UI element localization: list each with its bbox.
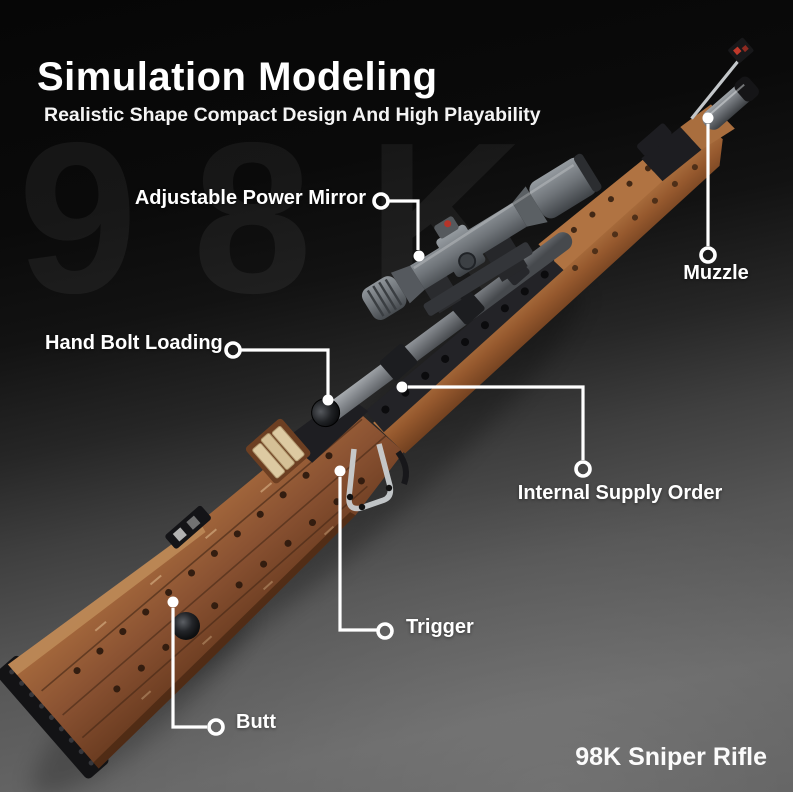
callout-label-hand-bolt: Hand Bolt Loading: [45, 332, 223, 354]
scope-side-turret: [458, 252, 477, 271]
eyepiece-knurling: [366, 278, 403, 317]
bolt-handle-knob: [311, 398, 341, 428]
front-sight: [690, 37, 754, 120]
callout-label-supply-order: Internal Supply Order: [517, 482, 723, 504]
butt-plate: [0, 655, 109, 779]
callout-label-butt: Butt: [236, 711, 276, 733]
magazine-clip: [245, 418, 311, 484]
trigger-guard: [346, 443, 409, 512]
callout-markers: [167, 112, 717, 736]
scope-lens-ring: [573, 153, 602, 192]
callout-dot-power-mirror: [413, 250, 425, 262]
callout-dot-hand-bolt: [322, 394, 334, 406]
rifle-body: [0, 37, 759, 779]
callout-ring-power-mirror: [372, 192, 390, 210]
callout-ring-butt: [207, 718, 225, 736]
callout-ring-muzzle: [699, 246, 717, 264]
scope-objective-bell: [529, 157, 597, 219]
callout-label-muzzle: Muzzle: [683, 262, 749, 284]
callout-dot-muzzle: [702, 112, 714, 124]
callout-line-supply-order: [408, 385, 585, 460]
callout-dot-butt: [167, 596, 179, 608]
callout-line-power-mirror: [388, 199, 420, 250]
rear-sight: [637, 123, 702, 182]
callout-line-butt: [171, 608, 207, 729]
page-title: Simulation Modeling: [37, 55, 438, 99]
callout-dot-supply-order: [396, 381, 408, 393]
scope: [361, 153, 602, 320]
callout-ring-hand-bolt: [224, 341, 242, 359]
scope-rail: [423, 242, 533, 316]
callout-ring-supply-order: [574, 460, 592, 478]
callout-line-hand-bolt: [241, 348, 330, 395]
page-subtitle: Realistic Shape Compact Design And High …: [44, 104, 541, 126]
butt-dome-stud: [172, 612, 200, 640]
sling-slot: [165, 505, 211, 549]
callout-ring-trigger: [376, 622, 394, 640]
callout-dot-trigger: [334, 465, 346, 477]
muzzle-barrel: [702, 76, 759, 130]
scope-top-turret: [434, 216, 459, 239]
buttstock: [7, 401, 404, 769]
trigger-blade: [395, 450, 409, 486]
callout-label-power-mirror: Adjustable Power Mirror: [134, 187, 366, 209]
callout-line-trigger: [338, 477, 377, 632]
turret-red-dot: [444, 220, 452, 228]
callout-label-trigger: Trigger: [406, 616, 474, 638]
product-name: 98K Sniper Rifle: [575, 743, 767, 771]
fore-end: [373, 125, 723, 454]
